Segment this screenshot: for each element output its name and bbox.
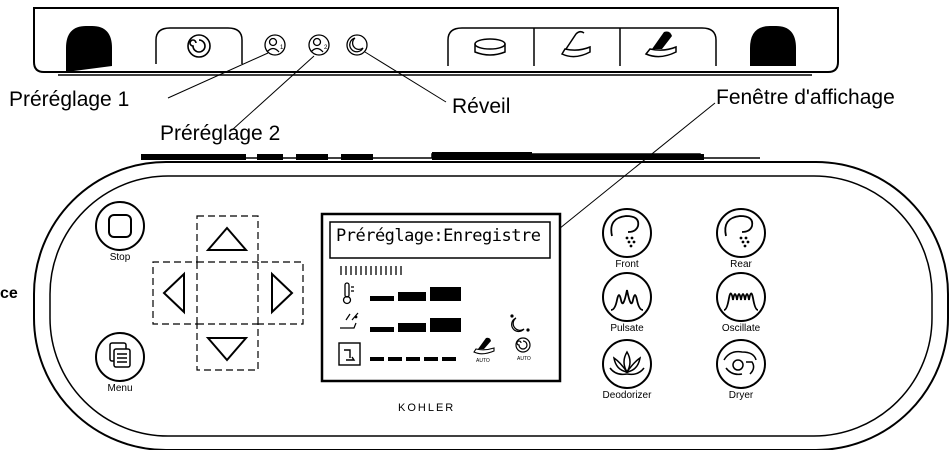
- display-title: Préréglage:Enregistre: [336, 226, 541, 246]
- moon-icon-display: [510, 314, 530, 333]
- callout-cut-left: ce: [0, 285, 18, 302]
- oscillate-label: Oscillate: [721, 323, 761, 334]
- front-spray-icon: [610, 215, 640, 248]
- svg-text:2: 2: [324, 45, 328, 51]
- front-label: Front: [615, 259, 639, 270]
- seat-cover-icon[interactable]: [474, 38, 506, 56]
- brand-logo: KOHLER: [398, 402, 456, 414]
- temperature-bars: [370, 287, 461, 301]
- spiral-icon: [187, 34, 211, 58]
- pressure-bars: [370, 318, 461, 332]
- down-arrow-button[interactable]: [205, 337, 249, 362]
- thermometer-icon: [342, 282, 354, 305]
- rear-button[interactable]: [716, 208, 766, 258]
- menu-button[interactable]: [95, 332, 145, 382]
- dryer-label: Dryer: [728, 390, 754, 401]
- front-button[interactable]: [602, 208, 652, 258]
- callout-preset1: Préréglage 1: [9, 88, 130, 111]
- preset1-button-top[interactable]: 1: [264, 34, 286, 56]
- display-level-ticks: [340, 266, 402, 275]
- seat-buttons-group-top: [447, 27, 717, 66]
- left-arrow-button[interactable]: [162, 271, 185, 315]
- remote-body: [33, 152, 949, 450]
- rear-label: Rear: [730, 259, 752, 270]
- up-arrow-button[interactable]: [205, 226, 249, 251]
- menu-icon: [109, 342, 131, 368]
- pulsate-button[interactable]: [602, 272, 652, 322]
- lotus-icon: [609, 350, 645, 376]
- oscillate-button[interactable]: [716, 272, 766, 322]
- callout-preset2: Préréglage 2: [160, 122, 281, 145]
- callout-lines: [167, 51, 716, 238]
- stop-button[interactable]: [95, 201, 145, 251]
- position-icon: [338, 342, 361, 366]
- spiral-auto-icon: [515, 337, 531, 353]
- dryer-icon: [723, 350, 757, 376]
- menu-label: Menu: [107, 383, 133, 394]
- callout-display-window: Fenêtre d'affichage: [716, 86, 895, 109]
- deodorizer-label: Deodorizer: [602, 390, 652, 401]
- wake-button-top[interactable]: [346, 34, 368, 56]
- deodorizer-button[interactable]: [602, 339, 652, 389]
- remote-top-edge: [33, 7, 839, 76]
- seat-auto-icon: [473, 337, 495, 355]
- rear-spray-icon: [724, 215, 754, 248]
- display-window: [320, 212, 562, 383]
- dryer-button[interactable]: [716, 339, 766, 389]
- dpad: [152, 215, 304, 371]
- oscillate-icon: [723, 292, 759, 311]
- callout-wake: Réveil: [452, 95, 511, 118]
- pulsate-icon: [610, 289, 644, 311]
- display-title-box: [329, 221, 551, 259]
- pulsate-label: Pulsate: [610, 323, 644, 334]
- preset2-button-top[interactable]: 2: [308, 34, 330, 56]
- right-arrow-button[interactable]: [271, 271, 294, 315]
- spiral-button-top[interactable]: [155, 27, 243, 64]
- svg-text:1: 1: [280, 45, 284, 51]
- stop-label: Stop: [109, 252, 131, 263]
- display-auto-label-1: AUTO: [476, 358, 490, 364]
- stop-icon: [108, 214, 132, 238]
- display-auto-label-2: AUTO: [517, 356, 531, 362]
- spray-icon: [340, 312, 359, 329]
- position-dashes: [370, 357, 456, 361]
- seat-open-icon[interactable]: [560, 30, 591, 58]
- seat-full-open-icon[interactable]: [644, 31, 677, 58]
